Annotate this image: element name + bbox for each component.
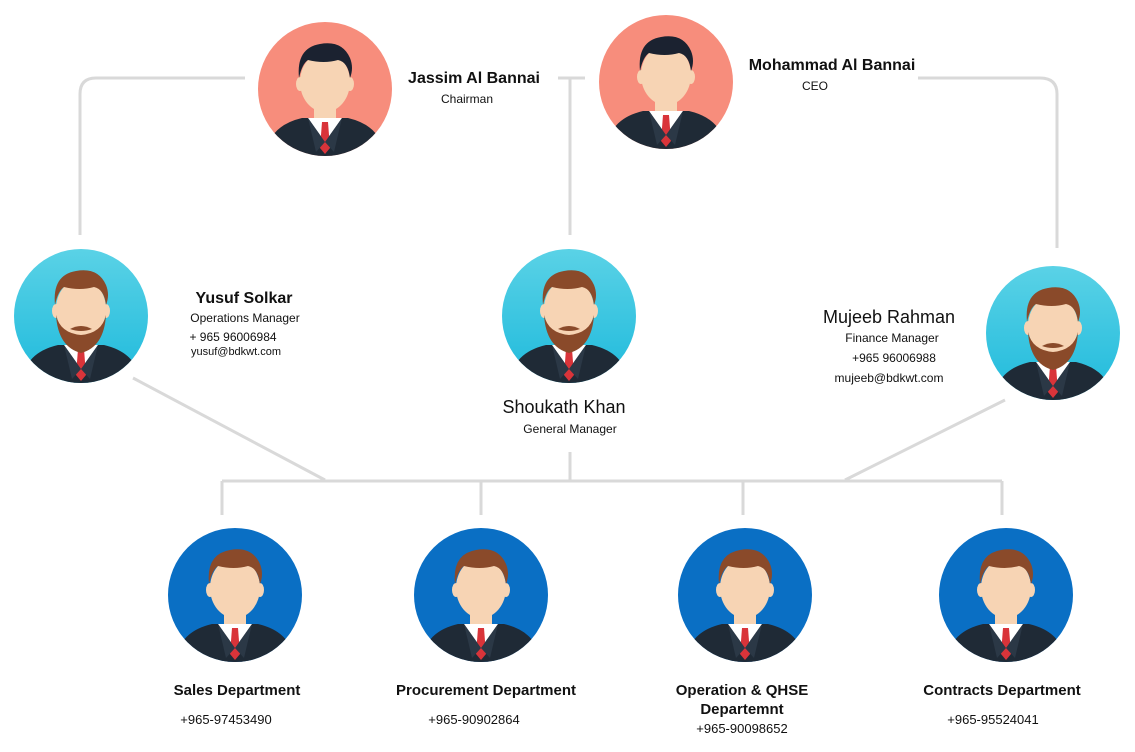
contracts-avatar-icon — [939, 528, 1073, 662]
dept-procurement-phone: +965-90902864 — [428, 712, 520, 727]
dept-sales-phone: +965-97453490 — [180, 712, 272, 727]
fin-email: mujeeb@bdkwt.com — [834, 371, 944, 385]
procurement-avatar-icon — [414, 528, 548, 662]
chairman-to-ops-line — [78, 76, 245, 235]
finance-diagonal-line — [844, 398, 1006, 482]
fin-role: Finance Manager — [845, 331, 939, 345]
general-manager-avatar-icon — [502, 249, 636, 383]
dept-contracts-phone: +965-95524041 — [947, 712, 1039, 727]
dept-qhse-name-line2: Departemnt — [700, 701, 784, 718]
fin-name: Mujeeb Rahman — [822, 307, 956, 327]
operation-qhse-avatar-icon — [678, 528, 812, 662]
chairman-role: Chairman — [440, 92, 494, 106]
gm-name: Shoukath Khan — [502, 397, 626, 417]
fin-phone: +965 96006988 — [852, 351, 936, 365]
gm-role: General Manager — [523, 422, 617, 436]
ceo-name: Mohammad Al Bannai — [748, 57, 916, 74]
dept-qhse-name-line1: Operation & QHSE — [675, 682, 809, 699]
ops-name: Yusuf Solkar — [195, 290, 293, 307]
dept-qhse-phone: +965-90098652 — [696, 721, 788, 736]
finance-manager-avatar-icon — [986, 266, 1120, 400]
dept-procurement-name: Procurement Department — [395, 682, 577, 699]
dept-contracts-name: Contracts Department — [923, 682, 1081, 699]
ceo-avatar-icon — [599, 15, 733, 149]
ceo-to-finance-line — [918, 76, 1059, 248]
sales-avatar-icon — [168, 528, 302, 662]
gm-top-line — [558, 76, 585, 235]
ceo-role: CEO — [801, 79, 829, 93]
operations-manager-avatar-icon — [14, 249, 148, 383]
ops-role: Operations Manager — [190, 311, 300, 325]
ops-email: yusuf@bdkwt.com — [190, 346, 282, 358]
dept-sales-name: Sales Department — [173, 682, 301, 699]
chairman-name: Jassim Al Bannai — [408, 70, 540, 87]
ops-phone: + 965 96006984 — [189, 330, 277, 344]
chairman-avatar-icon — [258, 22, 392, 156]
ops-diagonal-line — [132, 376, 326, 482]
